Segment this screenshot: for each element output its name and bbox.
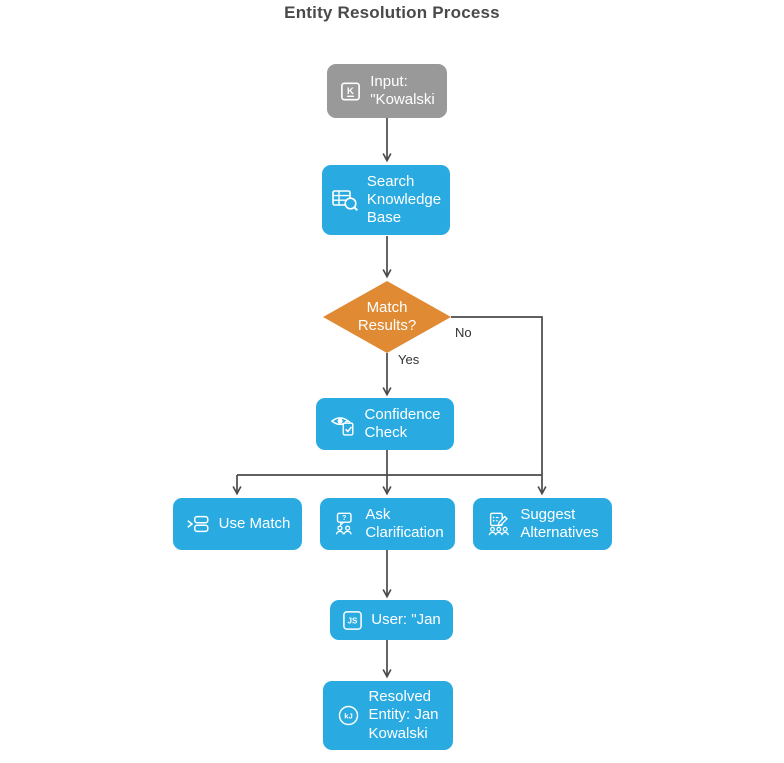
edge-label-yes: Yes <box>398 352 420 367</box>
people-question-icon: ? <box>331 511 357 537</box>
table-search-icon <box>331 186 359 214</box>
node-search-knowledge-base: Search Knowledge Base <box>322 165 450 235</box>
node-user-reply: JS User: "Jan <box>330 600 453 640</box>
node-user-reply-label: User: "Jan <box>371 610 441 628</box>
node-resolved-entity: kJ Resolved Entity: Jan Kowalski <box>323 681 453 750</box>
svg-text:JS: JS <box>348 616 359 625</box>
node-input-label: Input: "Kowalski <box>370 72 435 108</box>
node-confidence-check: Confidence Check <box>316 398 454 450</box>
svg-text:kJ: kJ <box>345 711 354 720</box>
node-resolved-entity-label: Resolved Entity: Jan Kowalski <box>368 688 439 742</box>
node-use-match: Use Match <box>173 498 302 550</box>
node-ask-clarification: ? Ask Clarification <box>320 498 455 550</box>
node-search-knowledge-base-label: Search Knowledge Base <box>366 172 442 227</box>
document-edit-people-icon <box>486 511 512 537</box>
keyboard-key-k-icon: K <box>339 80 362 103</box>
eye-check-icon <box>330 411 357 438</box>
node-match-results-decision: Match Results? <box>323 281 451 353</box>
node-suggest-alternatives-label: Suggest Alternatives <box>520 505 599 541</box>
node-use-match-label: Use Match <box>218 514 291 532</box>
svg-text:K: K <box>347 86 354 97</box>
edge-label-no: No <box>455 325 472 340</box>
svg-text:?: ? <box>342 515 346 522</box>
node-ask-clarification-label: Ask Clarification <box>365 505 444 541</box>
list-select-icon <box>185 511 211 537</box>
node-suggest-alternatives: Suggest Alternatives <box>473 498 612 550</box>
js-key-icon: JS <box>342 610 363 631</box>
kj-circle-icon: kJ <box>337 704 360 727</box>
node-confidence-check-label: Confidence Check <box>364 405 441 441</box>
node-match-results-label: Match Results? <box>357 298 417 334</box>
node-input: K Input: "Kowalski <box>327 64 447 118</box>
diamond-shape <box>323 281 451 353</box>
diagram-title: Entity Resolution Process <box>284 3 500 22</box>
